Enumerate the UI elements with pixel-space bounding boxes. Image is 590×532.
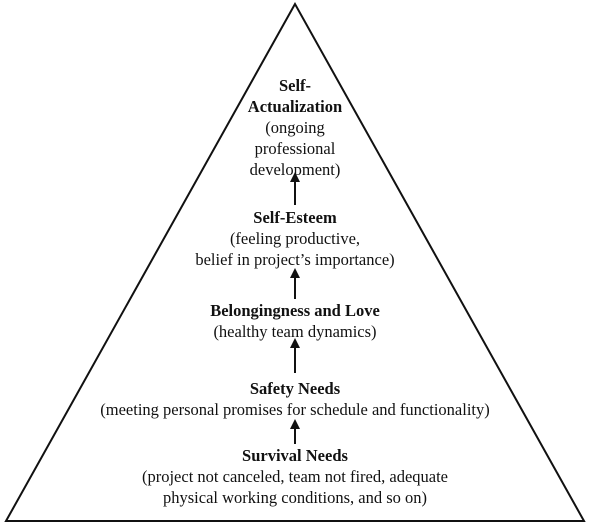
level-description: (meeting personal promises for schedule …	[100, 400, 490, 419]
level-description: (project not canceled, team not fired, a…	[141, 467, 448, 507]
level-description: (healthy team dynamics)	[213, 322, 377, 341]
level-description: (feeling productive, belief in project’s…	[195, 229, 395, 269]
up-arrow-icon	[290, 172, 300, 205]
level-title: Belongingness and Love	[210, 301, 380, 320]
level-title: Safety Needs	[249, 379, 341, 398]
level-safety-needs: Safety Needs (meeting personal promises …	[0, 378, 590, 420]
up-arrow-icon	[290, 268, 300, 299]
up-arrow-icon	[290, 338, 300, 373]
level-description: (ongoing professional development)	[249, 118, 341, 179]
level-title: Self-Esteem	[253, 208, 337, 227]
level-survival-needs: Survival Needs (project not canceled, te…	[0, 445, 590, 508]
level-self-actualization: Self- Actualization (ongoing professiona…	[0, 75, 590, 180]
level-self-esteem: Self-Esteem (feeling productive, belief …	[0, 207, 590, 270]
up-arrow-icon	[290, 419, 300, 444]
level-belongingness-and-love: Belongingness and Love (healthy team dyn…	[0, 300, 590, 342]
level-title: Self- Actualization	[247, 76, 343, 116]
level-title: Survival Needs	[242, 446, 348, 465]
